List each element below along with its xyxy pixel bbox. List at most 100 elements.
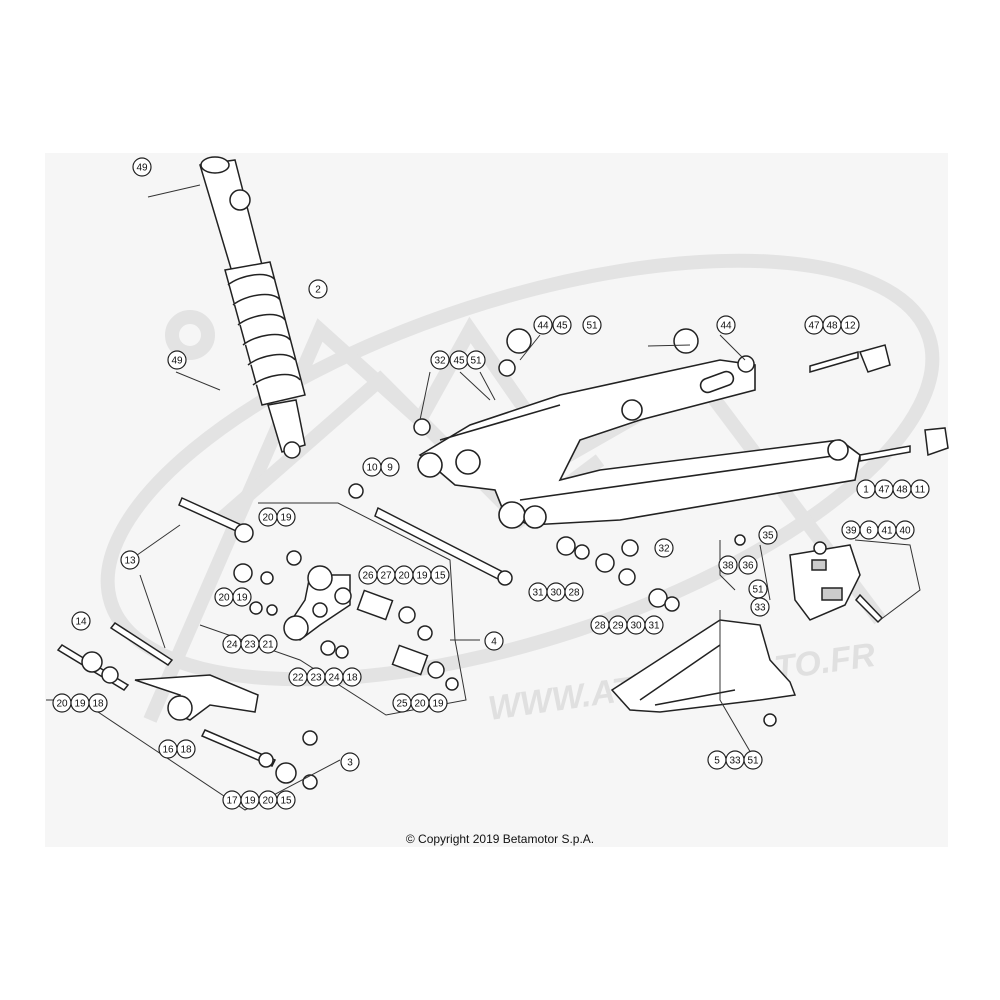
callout-label: 32	[434, 356, 446, 367]
callout-label: 28	[568, 588, 580, 599]
callout-30: 30	[626, 615, 646, 635]
callout-label: 20	[414, 699, 426, 710]
callout-bubble	[167, 350, 187, 370]
callout-17: 17	[222, 790, 242, 810]
callout-20: 20	[410, 693, 430, 713]
callout-label: 20	[262, 513, 274, 524]
callout-20: 20	[214, 587, 234, 607]
callout-label: 18	[92, 699, 104, 710]
callout-bubble	[840, 315, 860, 335]
callout-bubble	[750, 597, 770, 617]
callout-label: 11	[915, 485, 926, 496]
callout-label: 24	[328, 673, 340, 684]
callout-label: 48	[896, 485, 908, 496]
callout-label: 3	[347, 758, 353, 769]
callout-label: 21	[262, 640, 274, 651]
callout-label: 13	[124, 556, 136, 567]
callout-15: 15	[276, 790, 296, 810]
callout-label: 47	[808, 321, 820, 332]
callout-label: 49	[171, 356, 183, 367]
callout-bubble	[430, 565, 450, 585]
callout-bubble	[738, 555, 758, 575]
callout-31: 31	[644, 615, 664, 635]
callout-bubble	[533, 315, 553, 335]
callout-label: 38	[722, 561, 734, 572]
callout-4: 4	[484, 631, 504, 651]
callout-23: 23	[240, 634, 260, 654]
callout-bubble	[342, 667, 362, 687]
callout-38: 38	[718, 555, 738, 575]
callout-18: 18	[88, 693, 108, 713]
shock-absorber	[199, 156, 306, 459]
callout-label: 6	[866, 526, 872, 537]
callout-label: 18	[346, 673, 358, 684]
callout-bubble	[758, 525, 778, 545]
callout-18: 18	[176, 739, 196, 759]
callout-41: 41	[877, 520, 897, 540]
chain-slider	[610, 534, 797, 727]
callout-2: 2	[308, 279, 328, 299]
callout-label: 44	[537, 321, 549, 332]
callout-label: 30	[630, 621, 642, 632]
callout-35: 35	[758, 525, 778, 545]
callout-11: 11	[910, 479, 930, 499]
callout-12: 12	[840, 315, 860, 335]
callout-label: 33	[754, 603, 766, 614]
callout-bubble	[132, 157, 152, 177]
callout-3: 3	[340, 752, 360, 772]
callout-49: 49	[132, 157, 152, 177]
callout-44: 44	[716, 315, 736, 335]
callout-9: 9	[380, 457, 400, 477]
callout-label: 19	[74, 699, 86, 710]
callout-label: 49	[136, 163, 148, 174]
callout-bubble	[644, 615, 664, 635]
callout-51: 51	[743, 750, 763, 770]
callout-36: 36	[738, 555, 758, 575]
callout-29: 29	[608, 615, 628, 635]
callout-28: 28	[590, 615, 610, 635]
callout-6: 6	[859, 520, 879, 540]
callout-bubble	[276, 790, 296, 810]
callout-label: 9	[387, 463, 393, 474]
callout-label: 20	[218, 593, 230, 604]
callout-32: 32	[654, 538, 674, 558]
callout-44: 44	[533, 315, 553, 335]
callout-bubble	[258, 634, 278, 654]
pivot-shaft	[374, 506, 513, 586]
callout-22: 22	[288, 667, 308, 687]
linkage-parts	[56, 328, 949, 790]
callout-label: 29	[612, 621, 624, 632]
callout-label: 18	[180, 745, 192, 756]
callout-label: 24	[226, 640, 238, 651]
callout-51: 51	[582, 315, 602, 335]
callout-label: 10	[366, 463, 378, 474]
callout-20: 20	[52, 693, 72, 713]
callout-32: 32	[430, 350, 450, 370]
callout-label: 51	[586, 321, 598, 332]
callout-bubble	[654, 538, 674, 558]
callout-label: 20	[56, 699, 68, 710]
callout-label: 45	[556, 321, 568, 332]
callout-21: 21	[258, 634, 278, 654]
callout-label: 45	[453, 356, 465, 367]
callout-label: 36	[742, 561, 754, 572]
callout-bubble	[276, 507, 296, 527]
callout-bubble	[340, 752, 360, 772]
callout-20: 20	[258, 790, 278, 810]
callout-13: 13	[120, 550, 140, 570]
callout-16: 16	[158, 739, 178, 759]
swingarm	[417, 359, 861, 529]
callout-19: 19	[70, 693, 90, 713]
callout-label: 39	[845, 526, 857, 537]
callout-20: 20	[258, 507, 278, 527]
callout-19: 19	[412, 565, 432, 585]
callout-label: 20	[262, 796, 274, 807]
chain-guide	[789, 541, 884, 624]
callout-18: 18	[342, 667, 362, 687]
callout-label: 44	[720, 321, 732, 332]
callout-label: 25	[396, 699, 408, 710]
callout-47: 47	[874, 479, 894, 499]
